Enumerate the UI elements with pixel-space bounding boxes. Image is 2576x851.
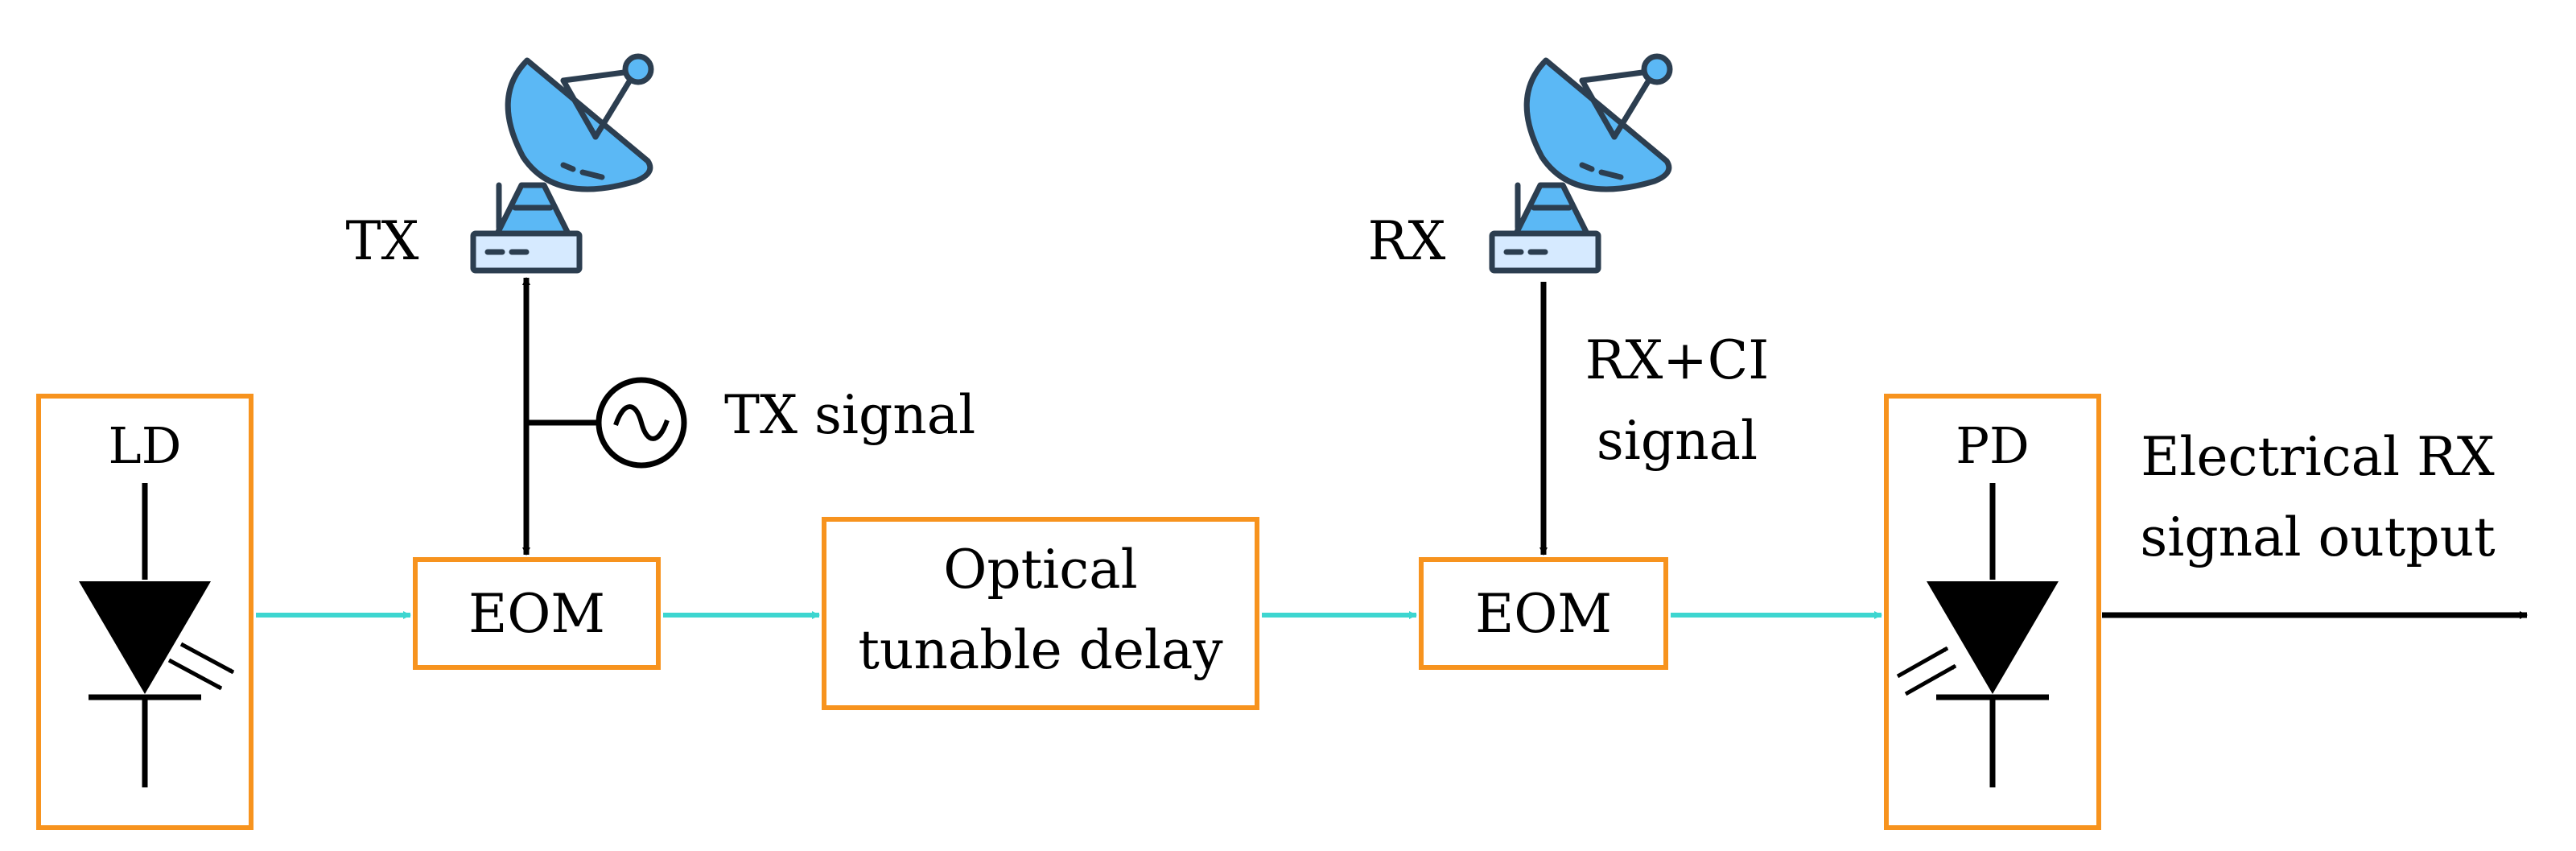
rx-antenna-icon <box>1489 53 1673 274</box>
tx-electrical-link <box>522 277 599 556</box>
rx-label: RX <box>1368 210 1446 272</box>
output-label-line1: Electrical RX <box>2141 426 2495 488</box>
tx-label: TX <box>345 210 418 272</box>
delay-label-line2: tunable delay <box>858 619 1223 681</box>
pd-label: PD <box>1956 416 2029 475</box>
output-label-line2: signal output <box>2140 506 2495 568</box>
pd-block: PD <box>1884 394 2101 830</box>
ld-label: LD <box>109 416 182 475</box>
delay-label-line1: Optical <box>943 539 1137 601</box>
rx-ci-label-line2: signal <box>1597 410 1758 472</box>
eom-tx-block: EOM <box>413 557 661 670</box>
optical-delay-block: Optical tunable delay <box>822 517 1259 710</box>
tx-signal-source-icon <box>596 377 687 469</box>
ld-block: LD <box>36 394 253 830</box>
laser-diode-icon <box>79 483 235 787</box>
eom-rx-label: EOM <box>1475 583 1612 645</box>
tx-antenna-icon <box>470 53 654 274</box>
eom-tx-label: EOM <box>468 583 605 645</box>
rx-ci-label-line1: RX+CI <box>1585 329 1770 391</box>
tx-signal-label: TX signal <box>724 384 975 446</box>
photodiode-icon <box>1896 483 2059 787</box>
eom-rx-block: EOM <box>1419 557 1668 670</box>
